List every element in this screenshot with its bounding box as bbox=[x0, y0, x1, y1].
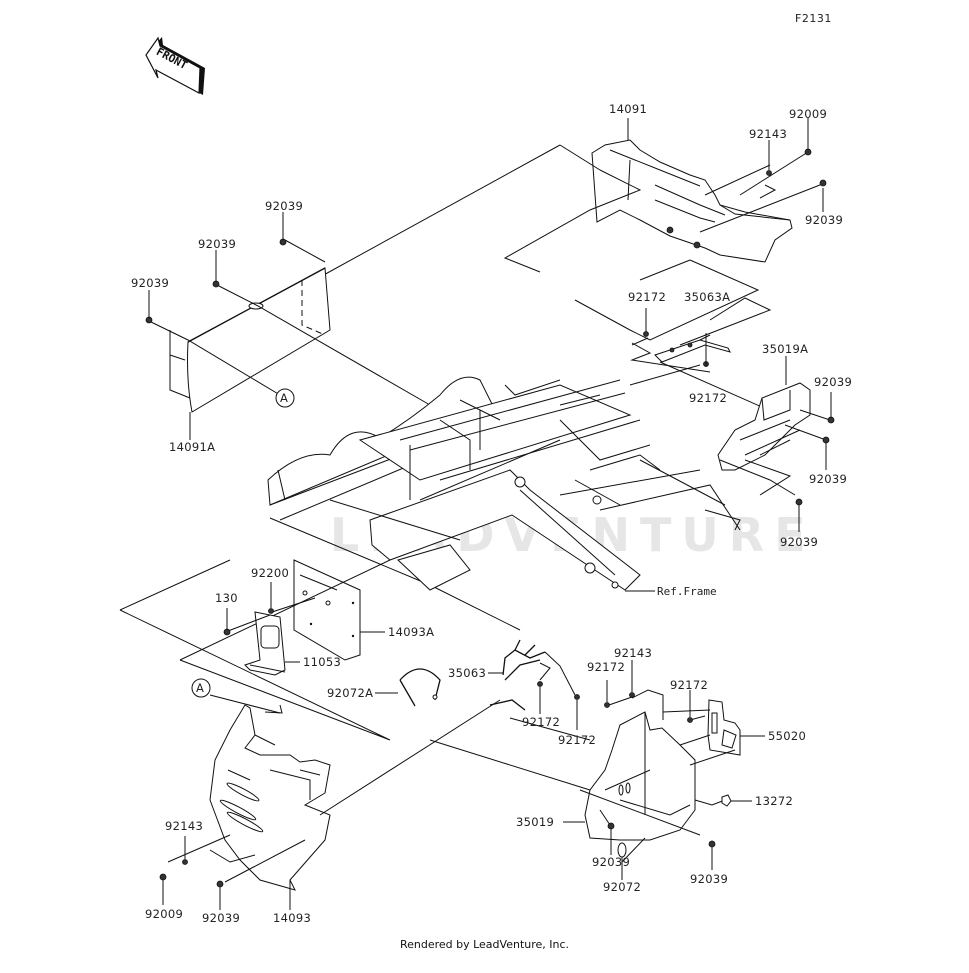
bolt-icon bbox=[687, 717, 693, 723]
washer-icon bbox=[766, 170, 772, 176]
bolt-icon bbox=[159, 873, 167, 881]
part-label[interactable]: 92039 bbox=[131, 276, 169, 290]
part-label[interactable]: 92072 bbox=[603, 880, 641, 894]
part-label[interactable]: 92039 bbox=[592, 855, 630, 869]
part-label[interactable]: 130 bbox=[215, 591, 238, 605]
part-label[interactable]: 92172 bbox=[628, 290, 666, 304]
washer-icon bbox=[268, 608, 274, 614]
part-label[interactable]: 35019A bbox=[762, 342, 808, 356]
part-label[interactable]: 14093A bbox=[388, 625, 434, 639]
part-35063-shape bbox=[489, 639, 546, 711]
part-label[interactable]: 92039 bbox=[198, 237, 236, 251]
bolt-icon bbox=[643, 331, 649, 337]
part-label[interactable]: 14091 bbox=[609, 102, 647, 116]
part-35019-shape bbox=[584, 711, 696, 841]
part-label[interactable]: 92039 bbox=[202, 911, 240, 925]
part-13272-shape bbox=[721, 794, 732, 807]
bolt-icon bbox=[795, 498, 803, 506]
part-label[interactable]: 92009 bbox=[145, 907, 183, 921]
part-label[interactable]: 92172 bbox=[689, 391, 727, 405]
bolt-icon bbox=[537, 681, 543, 687]
part-label[interactable]: 92172 bbox=[587, 660, 625, 674]
part-14091-shape bbox=[591, 139, 793, 263]
bolt-icon bbox=[216, 880, 224, 888]
part-label[interactable]: 92039 bbox=[814, 375, 852, 389]
bolt-icon bbox=[708, 840, 716, 848]
bolt-icon bbox=[604, 702, 610, 708]
part-55020-shape bbox=[707, 699, 741, 756]
footer-credit: Rendered by LeadVenture, Inc. bbox=[399, 938, 570, 951]
part-label[interactable]: 11053 bbox=[303, 655, 341, 669]
part-label[interactable]: 92143 bbox=[165, 819, 203, 833]
callout-a-marker bbox=[275, 388, 295, 408]
part-92072A-shape bbox=[399, 668, 441, 707]
part-11053-shape bbox=[244, 611, 286, 676]
ref-frame-label: Ref.Frame bbox=[657, 585, 717, 598]
part-label[interactable]: 92039 bbox=[780, 535, 818, 549]
part-label[interactable]: 14093 bbox=[273, 911, 311, 925]
front-arrow-icon: FRONT bbox=[145, 36, 205, 95]
part-label[interactable]: 35019 bbox=[516, 815, 554, 829]
part-label[interactable]: 92172 bbox=[558, 733, 596, 747]
svg-text:A: A bbox=[280, 391, 288, 405]
part-label[interactable]: 35063 bbox=[448, 666, 486, 680]
part-label[interactable]: 92143 bbox=[614, 646, 652, 660]
part-35019A-shape bbox=[717, 382, 811, 471]
washer-icon bbox=[182, 859, 188, 865]
washer-icon bbox=[629, 692, 635, 698]
part-14093A-shape bbox=[293, 559, 361, 661]
part-label[interactable]: 92172 bbox=[670, 678, 708, 692]
bolt-icon bbox=[574, 694, 580, 700]
part-35063A-shape bbox=[654, 334, 731, 363]
bolt-icon bbox=[819, 179, 827, 187]
diagram-code: F2131 bbox=[795, 12, 832, 25]
part-label[interactable]: 92072A bbox=[327, 686, 373, 700]
callout-a-marker bbox=[191, 678, 211, 698]
part-label[interactable]: 55020 bbox=[768, 729, 806, 743]
svg-text:A: A bbox=[196, 681, 204, 695]
bolt-icon bbox=[607, 822, 615, 830]
part-label[interactable]: 13272 bbox=[755, 794, 793, 808]
part-label[interactable]: 92172 bbox=[522, 715, 560, 729]
part-labels: 14091 92009 92143 92039 92039 92039 9203… bbox=[131, 102, 852, 925]
part-label[interactable]: 92039 bbox=[265, 199, 303, 213]
part-label[interactable]: 92039 bbox=[690, 872, 728, 886]
part-label[interactable]: 92143 bbox=[749, 127, 787, 141]
part-label[interactable]: 35063A bbox=[684, 290, 730, 304]
part-label[interactable]: 92039 bbox=[805, 213, 843, 227]
part-14091A-shape bbox=[169, 267, 331, 413]
part-label[interactable]: 14091A bbox=[169, 440, 215, 454]
part-label[interactable]: 92200 bbox=[251, 566, 289, 580]
part-14093-shape bbox=[209, 704, 331, 891]
part-label[interactable]: 92039 bbox=[809, 472, 847, 486]
frame-shape bbox=[267, 376, 741, 631]
part-label[interactable]: 92009 bbox=[789, 107, 827, 121]
